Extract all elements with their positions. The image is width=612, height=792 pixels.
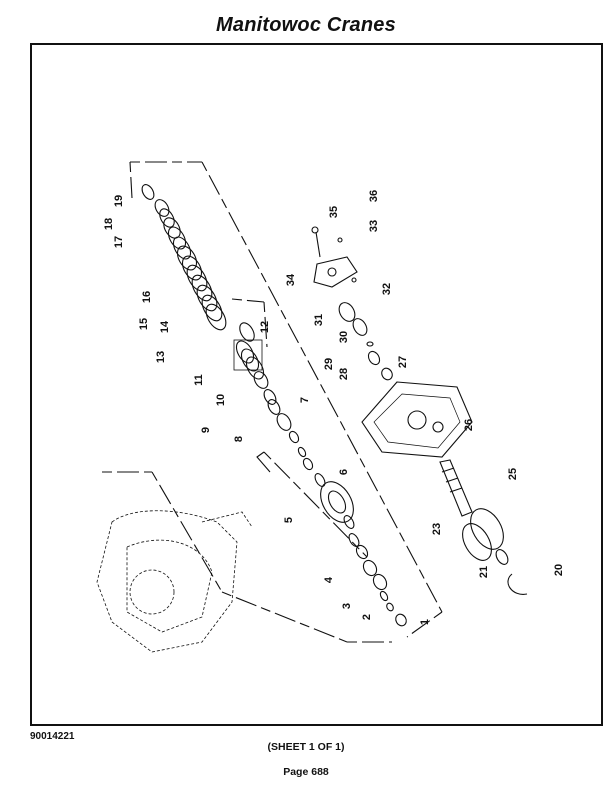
- page-number: Page 688: [283, 766, 329, 778]
- exploded-parts-diagram: 1234567891011121314151617181920212325262…: [96, 161, 565, 653]
- lower-axis-lines: [102, 298, 392, 643]
- part-callout-1: 1: [419, 619, 431, 625]
- transmission-case: [96, 510, 253, 653]
- part-callout-14: 14: [159, 320, 171, 333]
- housing-cover: [361, 381, 473, 458]
- cover-plate: [311, 226, 358, 288]
- part-callout-21: 21: [478, 566, 490, 578]
- part-callout-17: 17: [113, 236, 125, 248]
- part-callout-10: 10: [215, 394, 227, 406]
- part-callout-32: 32: [381, 283, 393, 295]
- part-callout-20: 20: [553, 564, 565, 576]
- part-callout-18: 18: [103, 218, 115, 230]
- ring-set: [253, 371, 292, 431]
- part-callout-27: 27: [397, 356, 409, 368]
- sheet-indicator: (SHEET 1 OF 1): [267, 741, 345, 753]
- part-callout-9: 9: [200, 427, 212, 433]
- clutch-plate-stack: [141, 184, 227, 331]
- part-callout-33: 33: [368, 220, 380, 232]
- part-callout-29: 29: [323, 358, 335, 370]
- figure-number: 90014221: [30, 731, 75, 742]
- part-callout-3: 3: [341, 603, 353, 609]
- part-callout-25: 25: [507, 468, 519, 480]
- part-callout-36: 36: [368, 190, 380, 202]
- assembly-axis-lines: [129, 161, 443, 638]
- seal-set: [338, 302, 393, 381]
- part-callout-13: 13: [155, 351, 167, 363]
- part-callout-19: 19: [113, 195, 125, 207]
- part-callout-2: 2: [361, 614, 373, 620]
- part-callout-16: 16: [141, 291, 153, 303]
- part-callout-8: 8: [233, 436, 245, 442]
- part-callout-26: 26: [463, 419, 475, 431]
- part-callout-5: 5: [283, 517, 295, 523]
- part-callout-7: 7: [299, 397, 311, 403]
- part-callout-31: 31: [313, 314, 325, 326]
- part-callout-35: 35: [328, 206, 340, 218]
- part-callout-23: 23: [431, 523, 443, 535]
- output-shaft: [439, 459, 528, 595]
- part-callout-6: 6: [338, 469, 350, 475]
- shaft-components: [256, 430, 407, 627]
- spring-pack: [233, 322, 265, 380]
- part-callout-12: 12: [259, 321, 271, 333]
- part-callout-34: 34: [285, 273, 297, 286]
- page-header-title: Manitowoc Cranes: [216, 14, 396, 36]
- part-callout-28: 28: [338, 368, 350, 380]
- part-callout-4: 4: [323, 576, 335, 583]
- part-callout-11: 11: [193, 374, 205, 386]
- part-callout-15: 15: [138, 318, 150, 330]
- part-callout-30: 30: [338, 331, 350, 343]
